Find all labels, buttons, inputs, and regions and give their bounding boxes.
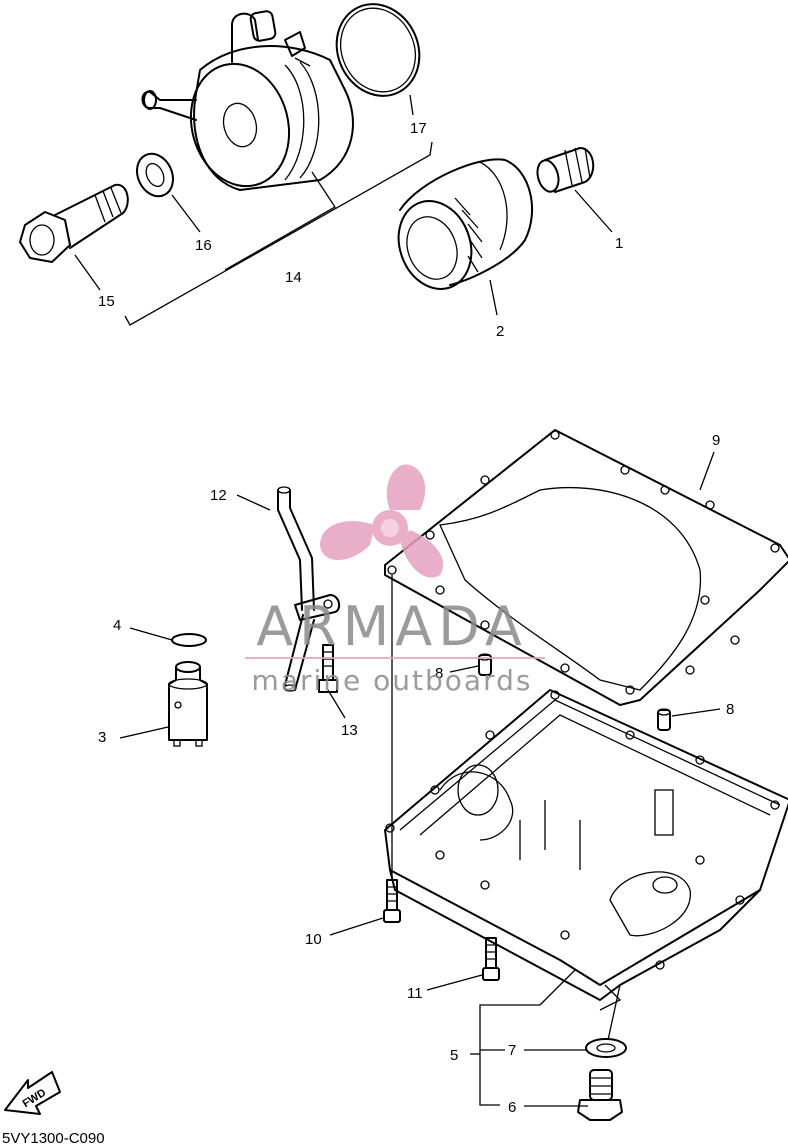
part-9-gasket — [384, 429, 788, 706]
callout-14: 14 — [285, 269, 302, 286]
callout-12: 12 — [210, 487, 227, 504]
part-3-strainer — [168, 661, 208, 747]
watermark-brand: ARMADA — [256, 595, 528, 658]
callout-labels: 1 2 3 4 5 6 7 8 8 9 10 11 12 13 14 15 16… — [98, 120, 734, 1116]
part-12-pipe — [277, 486, 341, 692]
callout-11: 11 — [407, 985, 423, 1002]
pan-bolt-holes — [385, 690, 780, 970]
fwd-label: FWD — [21, 1087, 49, 1110]
leader-lines — [74, 94, 721, 1107]
diagram-code: 5VY1300-C090 — [2, 1130, 105, 1147]
callout-7: 7 — [508, 1042, 516, 1059]
part-17-o-ring — [335, 3, 421, 97]
callout-15: 15 — [98, 293, 115, 310]
part-oil-cooler — [141, 10, 354, 191]
callout-9: 9 — [712, 432, 720, 449]
part-8-dowel-pin-b — [657, 708, 671, 731]
part-4-o-ring — [171, 633, 207, 647]
callout-8b: 8 — [726, 701, 734, 718]
part-15-union-bolt — [19, 183, 129, 263]
watermark: ARMADA marine outboards — [245, 464, 545, 697]
callout-3: 3 — [98, 729, 106, 746]
callout-13: 13 — [341, 722, 358, 739]
part-6-drain-bolt — [577, 1069, 623, 1121]
callout-4: 4 — [113, 617, 121, 634]
callout-17: 17 — [410, 120, 427, 137]
callout-16: 16 — [195, 237, 212, 254]
watermark-tagline: marine outboards — [252, 664, 533, 697]
part-16-washer — [136, 152, 174, 198]
gasket-bolt-holes — [387, 430, 780, 695]
part-1-plug — [536, 147, 595, 193]
callout-6: 6 — [508, 1099, 516, 1116]
callout-1: 1 — [615, 235, 623, 252]
part-2-oil-filter — [397, 158, 533, 290]
callout-10: 10 — [305, 931, 322, 948]
callout-5: 5 — [450, 1047, 458, 1064]
callout-8a: 8 — [435, 665, 443, 682]
fwd-arrow-icon: FWD — [4, 1071, 61, 1115]
propeller-logo-icon — [320, 464, 444, 578]
part-11-bolt — [482, 937, 500, 981]
part-7-washer — [585, 1038, 627, 1058]
part-10-bolt — [383, 879, 401, 923]
part-5-oil-pan — [384, 689, 788, 1011]
callout-2: 2 — [496, 323, 504, 340]
